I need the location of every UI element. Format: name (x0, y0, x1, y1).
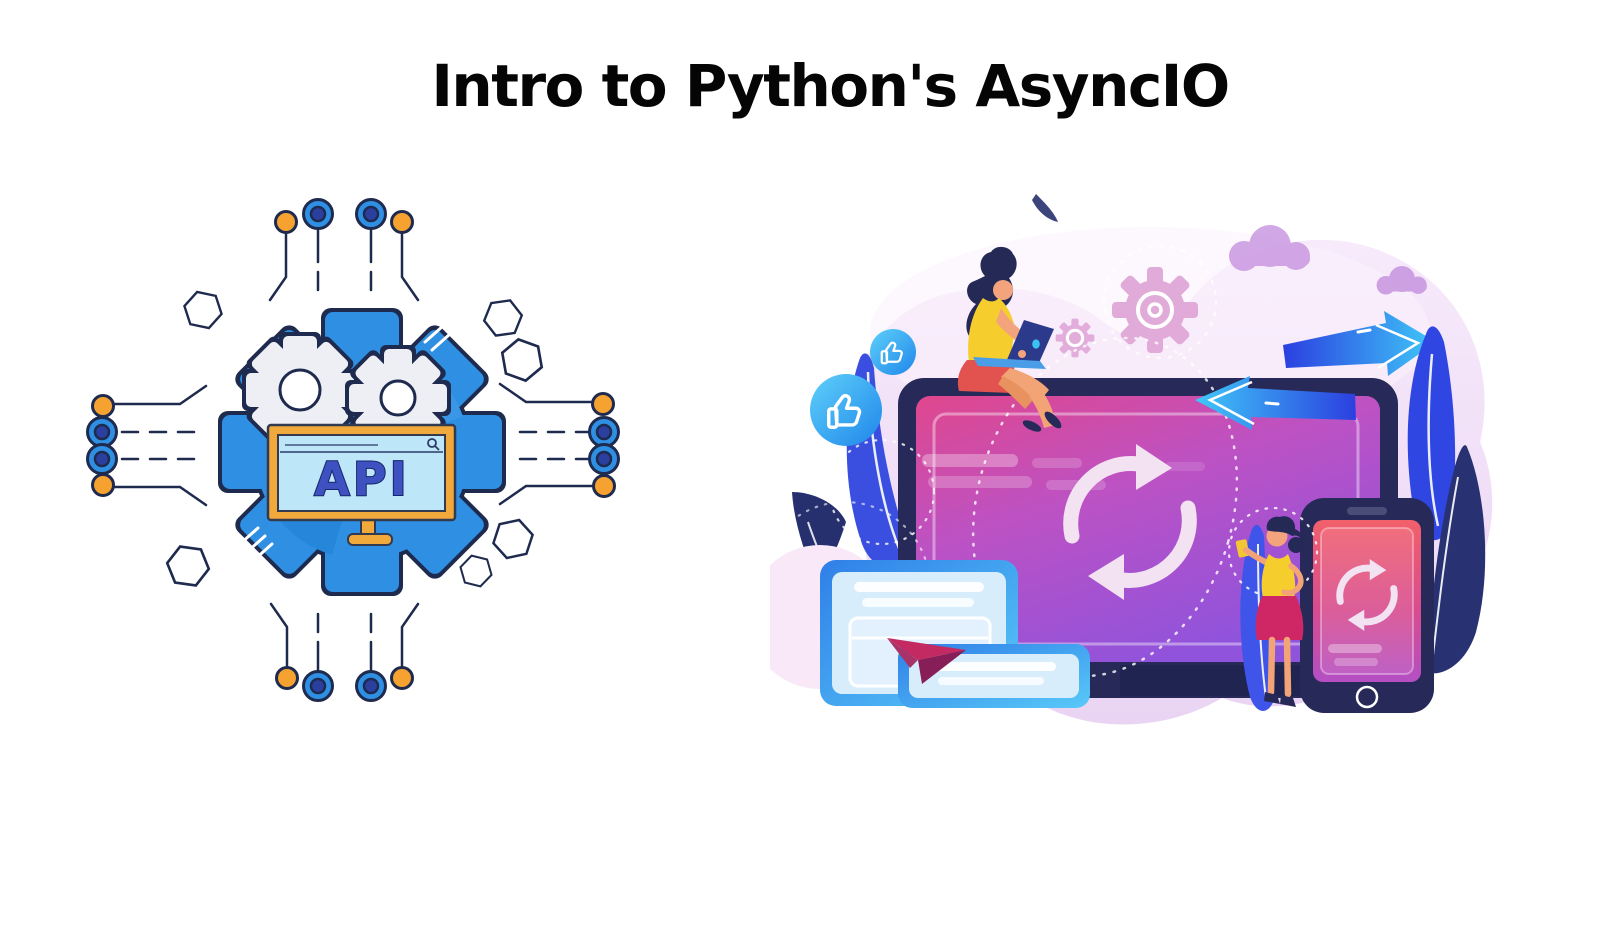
search-icon (427, 438, 440, 451)
api-gear-illustration: API (86, 198, 620, 702)
blue-node-icon (86, 198, 620, 702)
arrow-right-icon (1283, 311, 1436, 376)
circuit-traces (112, 228, 595, 674)
heel-shoe (1264, 692, 1280, 704)
shoe (1044, 411, 1062, 429)
sitting-woman (957, 246, 1062, 432)
card-wide (898, 644, 1090, 708)
leg (998, 376, 1033, 409)
hair (1266, 516, 1304, 548)
phone-home-button (1355, 685, 1379, 709)
thumbs-up-badge-large (810, 374, 882, 446)
paper-plane-icon (887, 638, 966, 684)
torso (1261, 554, 1296, 598)
dashed-orbit (971, 336, 1239, 678)
device-sync-illustration (770, 194, 1493, 725)
arm (1281, 563, 1304, 596)
browser-window (277, 434, 446, 512)
orange-node-icon (91, 210, 616, 690)
page-title: Intro to Python's AsyncIO (431, 52, 1230, 120)
laptop-icon (973, 320, 1054, 369)
skirt (1255, 596, 1304, 640)
shoe (1022, 420, 1042, 432)
heel-shoe (1280, 695, 1296, 707)
thumbs-up-badge-small (870, 329, 916, 375)
smartphone-device (1300, 498, 1434, 713)
hair-bun (1288, 537, 1304, 553)
leg (1001, 368, 1049, 402)
dashed-ring-gears (1102, 244, 1218, 360)
gear-icon-pink-small (1055, 318, 1095, 358)
legs (1267, 636, 1292, 698)
leaf-right-navy (1426, 445, 1486, 674)
small-gear-icon-right (345, 345, 451, 451)
ui-cards (820, 560, 1090, 708)
phone-speaker (1347, 507, 1387, 515)
api-label: API (314, 452, 409, 506)
gear-icon-pink-large (1112, 267, 1198, 353)
dashed-circle (828, 438, 936, 546)
face (993, 280, 1013, 300)
small-gear-icon-left (242, 332, 358, 448)
leaf-tip-top (1032, 194, 1058, 222)
speed-lines (238, 316, 452, 562)
leaf-right-blue (1407, 326, 1456, 541)
api-monitor-icon: API (266, 423, 457, 546)
standing-woman (1227, 506, 1319, 711)
monitor-base (347, 533, 393, 546)
arrow-left-icon (1195, 376, 1356, 430)
circuit-nodes (86, 198, 620, 702)
cloud-icon (1229, 225, 1310, 271)
